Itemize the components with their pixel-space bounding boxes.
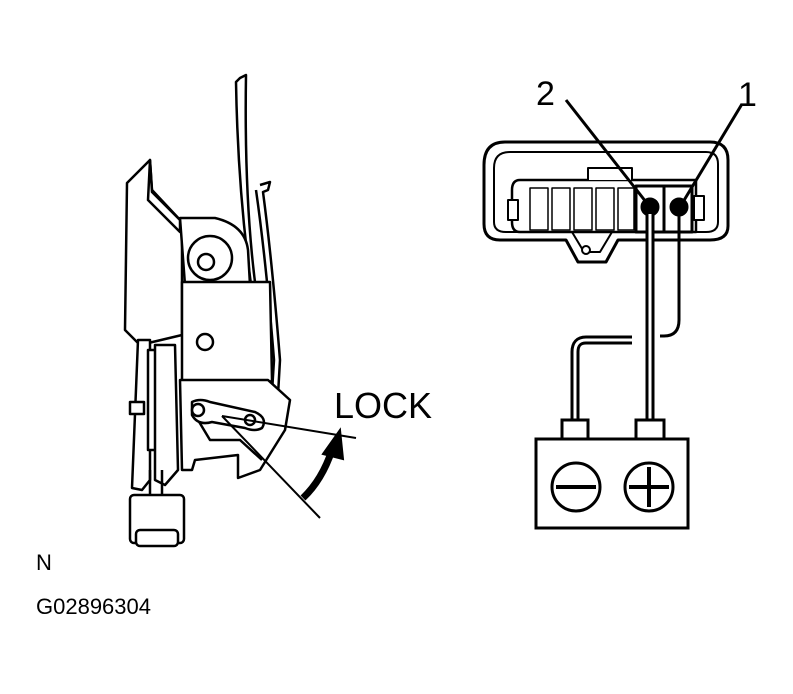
motor-shaft	[196, 252, 216, 272]
view-code-label: N	[36, 550, 52, 575]
pin-cell	[573, 187, 593, 231]
connector-front-view	[482, 140, 730, 264]
minus-icon	[550, 461, 602, 513]
upper-housing	[123, 158, 184, 347]
battery-positive-post	[634, 418, 666, 442]
lead-negative-core	[573, 338, 632, 420]
lead-negative-outline	[570, 335, 632, 426]
terminal-leaders	[564, 99, 744, 203]
rail-bracket	[153, 343, 180, 487]
battery	[534, 418, 690, 530]
main-body	[180, 280, 274, 397]
cavity-right-tab	[693, 195, 705, 221]
rail-clip-1	[128, 400, 146, 416]
pin-cells	[529, 187, 635, 231]
pin-cell	[529, 187, 549, 231]
pin-cell	[551, 187, 571, 231]
latch-step	[193, 414, 263, 461]
plus-icon	[623, 461, 675, 513]
lock-direction-indicator	[221, 415, 357, 519]
test-leads	[570, 207, 681, 426]
leader-terminal-2	[564, 99, 648, 203]
pin-cell	[595, 187, 615, 231]
figure-id-label: G02896304	[36, 594, 151, 619]
mount-hole	[195, 332, 215, 352]
lead-negative-upper	[660, 207, 681, 338]
lock-arrow-arc	[300, 448, 336, 501]
connector-face	[134, 528, 180, 548]
terminal-1-label: 1	[738, 76, 757, 114]
wire-link-inner	[254, 189, 276, 393]
battery-negative-post	[560, 418, 590, 442]
connector-key-hole	[581, 245, 591, 255]
arrow-head-icon	[321, 427, 345, 461]
terminal-2-label: 2	[536, 75, 555, 113]
lever-pivot	[190, 402, 206, 418]
cavity-left-tab	[507, 199, 519, 221]
reference-line-angled	[221, 415, 321, 519]
leader-terminal-1	[681, 103, 744, 203]
reference-line-horizontal	[221, 415, 357, 439]
pin-cell	[617, 187, 635, 231]
door-lock-assembly	[123, 73, 292, 548]
lock-label: LOCK	[334, 385, 432, 426]
